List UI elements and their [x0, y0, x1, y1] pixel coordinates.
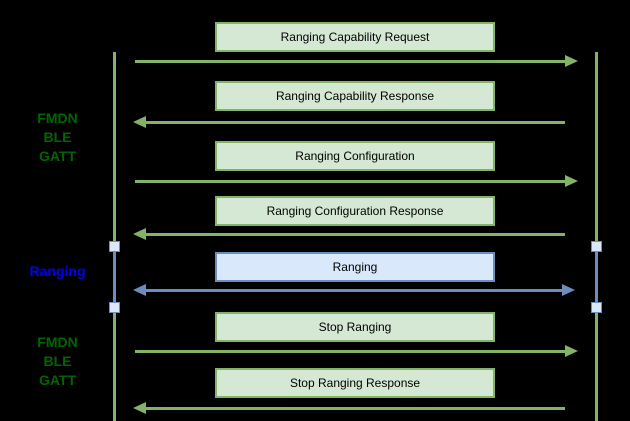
arrow-stop-ranging-response	[133, 402, 565, 414]
left-ranging-activation-segment	[113, 252, 116, 303]
arrowhead-right-icon	[565, 55, 578, 67]
arrow-ranging-configuration	[135, 175, 578, 187]
arrowhead-left-icon	[133, 284, 146, 296]
message-label: Stop Ranging Response	[289, 376, 421, 390]
arrow-line	[135, 349, 567, 353]
phase-label-line: GATT	[38, 372, 77, 388]
arrow-line	[144, 232, 565, 236]
phase-label-line: FMDN	[37, 334, 78, 350]
left-activation-end-node	[109, 302, 120, 313]
phase-label-line: GATT	[38, 148, 77, 164]
message-label: Ranging Capability Request	[280, 30, 430, 44]
arrow-ranging-bidirectional	[133, 284, 575, 296]
arrow-line	[144, 406, 565, 410]
right-activation-end-node	[591, 302, 602, 313]
phase-label-line: FMDN	[37, 110, 78, 126]
message-label: Ranging	[332, 260, 378, 274]
arrowhead-right-icon	[562, 284, 575, 296]
arrowhead-left-icon	[133, 228, 146, 240]
message-box-ranging-capability-response: Ranging Capability Response	[215, 81, 495, 111]
arrow-ranging-capability-request	[135, 55, 578, 67]
arrow-line	[144, 120, 565, 124]
message-box-stop-ranging: Stop Ranging	[215, 312, 495, 342]
left-activation-start-node	[109, 241, 120, 252]
arrowhead-left-icon	[133, 116, 146, 128]
message-label: Stop Ranging	[318, 320, 392, 334]
phase-label-fmdn-ble-gatt-bottom: FMDN BLE GATT	[10, 333, 105, 390]
phase-label-line: Ranging	[29, 263, 86, 279]
phase-label-line: BLE	[43, 129, 72, 145]
arrow-ranging-capability-response	[133, 116, 565, 128]
left-lifeline	[113, 52, 116, 421]
phase-label-ranging: Ranging	[10, 262, 105, 281]
arrow-line	[135, 59, 567, 63]
arrow-ranging-configuration-response	[133, 228, 565, 240]
phase-label-line: BLE	[43, 353, 72, 369]
right-lifeline	[595, 52, 598, 421]
arrow-stop-ranging	[135, 345, 578, 357]
right-ranging-activation-segment	[595, 252, 598, 303]
phase-label-fmdn-ble-gatt-top: FMDN BLE GATT	[10, 109, 105, 166]
message-box-ranging-capability-request: Ranging Capability Request	[215, 22, 495, 52]
message-label: Ranging Capability Response	[275, 89, 435, 103]
arrow-line	[144, 288, 564, 292]
message-label: Ranging Configuration Response	[266, 204, 444, 218]
right-activation-start-node	[591, 241, 602, 252]
arrowhead-right-icon	[565, 345, 578, 357]
arrowhead-left-icon	[133, 402, 146, 414]
message-box-ranging-configuration: Ranging Configuration	[215, 141, 495, 171]
message-box-ranging: Ranging	[215, 252, 495, 282]
message-box-stop-ranging-response: Stop Ranging Response	[215, 368, 495, 398]
arrowhead-right-icon	[565, 175, 578, 187]
message-box-ranging-configuration-response: Ranging Configuration Response	[215, 196, 495, 226]
arrow-line	[135, 179, 567, 183]
message-label: Ranging Configuration	[295, 149, 415, 163]
